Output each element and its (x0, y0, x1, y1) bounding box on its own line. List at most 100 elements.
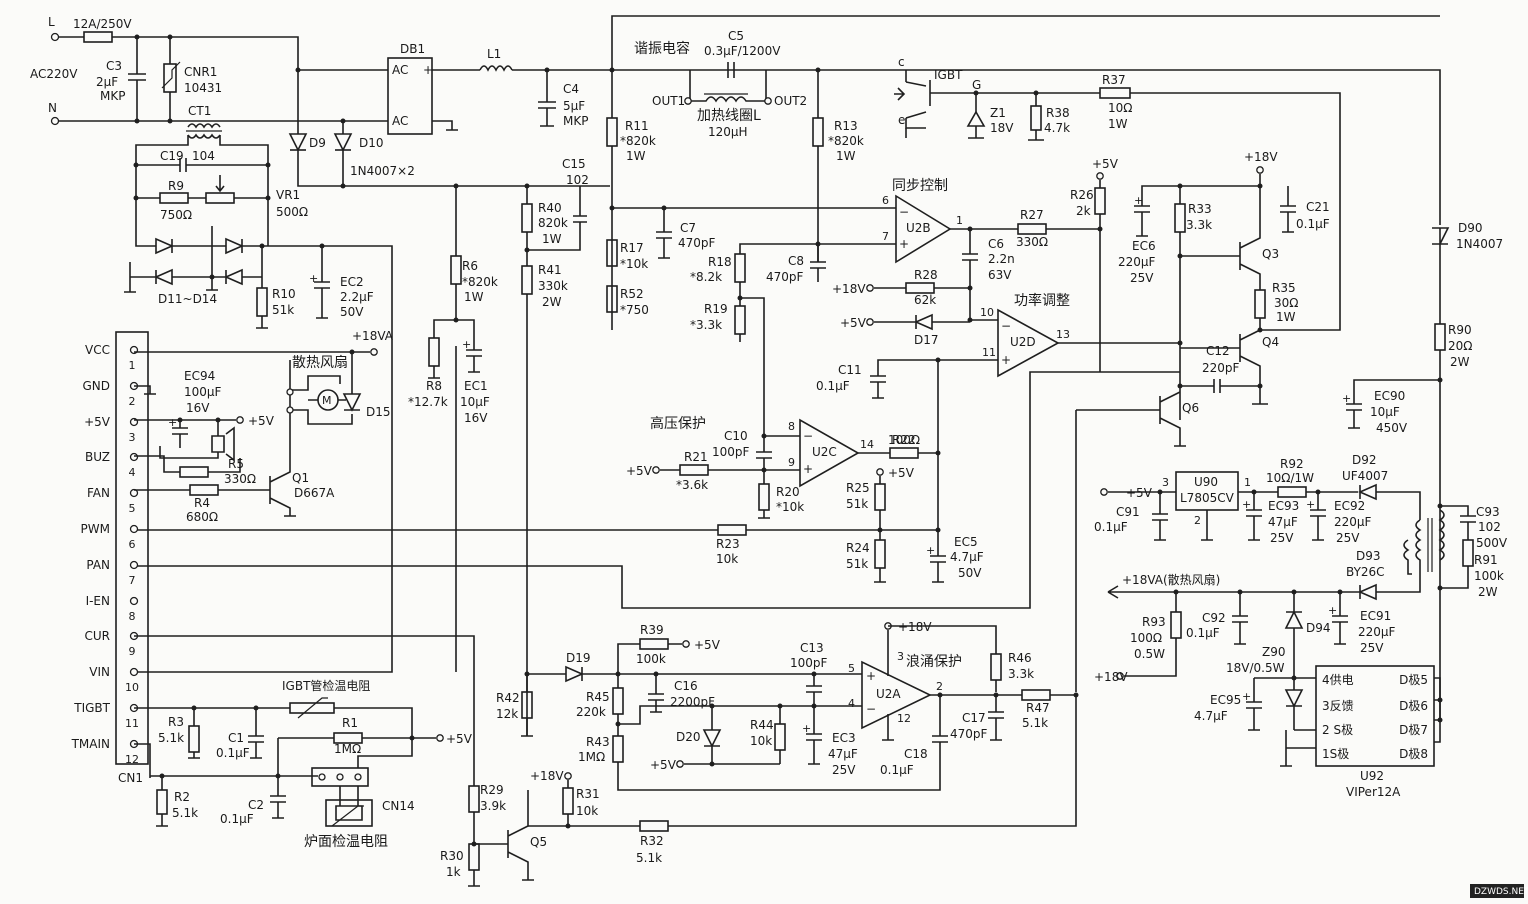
svg-text:+18V: +18V (1244, 150, 1278, 164)
svg-text:7: 7 (882, 230, 889, 243)
svg-text:1W: 1W (836, 149, 856, 163)
svg-text:G: G (972, 78, 981, 92)
diode-d19 (565, 665, 584, 683)
svg-text:D90: D90 (1458, 221, 1483, 235)
svg-text:R38: R38 (1046, 106, 1070, 120)
cn1-pin-label: I-EN (86, 594, 110, 608)
svg-text:750Ω: 750Ω (160, 208, 192, 222)
svg-text:680Ω: 680Ω (186, 510, 218, 524)
svg-text:D15: D15 (366, 405, 391, 419)
svg-text:2W: 2W (1478, 585, 1498, 599)
svg-text:EC92: EC92 (1334, 499, 1365, 513)
svg-text:+: + (309, 272, 318, 285)
svg-text:3.3k: 3.3k (1008, 667, 1034, 681)
cn1-pin-label: PWM (81, 522, 110, 536)
svg-text:47μF: 47μF (1268, 515, 1298, 529)
label-N: N (48, 101, 57, 115)
svg-text:+: + (1342, 392, 1351, 405)
svg-text:R90: R90 (1448, 323, 1472, 337)
svg-text:+5V: +5V (626, 464, 653, 478)
svg-text:470pF: 470pF (950, 727, 988, 741)
svg-text:R10: R10 (272, 287, 296, 301)
svg-text:C92: C92 (1202, 611, 1226, 625)
svg-text:C2: C2 (248, 798, 264, 812)
svg-text:R17: R17 (620, 241, 644, 255)
svg-text:R35: R35 (1272, 281, 1296, 295)
cn1-pin-label: FAN (87, 486, 110, 500)
svg-text:+: + (803, 462, 813, 476)
svg-text:102: 102 (566, 173, 589, 187)
svg-text:*12.7k: *12.7k (408, 395, 448, 409)
svg-text:C8: C8 (788, 254, 804, 268)
bridge-db1: DB1 AC AC + L1 C4 5μF MKP D9 D10 1N4007×… (288, 42, 1441, 225)
svg-text:5.1k: 5.1k (636, 851, 662, 865)
svg-text:500V: 500V (1476, 536, 1508, 550)
cn1-body (115, 331, 149, 765)
svg-text:R28: R28 (914, 268, 938, 282)
temp-sensing: IGBT管检温电阻 R3 5.1k C1 0.1μF R1 1MΩ +5V R2… (134, 678, 473, 850)
svg-text:U2A: U2A (876, 687, 901, 701)
sync-comparator-u2b: 同步控制 U2B − + 6 7 1 R27 330Ω +5V R26 2k C… (832, 157, 1119, 372)
svg-text:+18V: +18V (1094, 670, 1128, 684)
svg-text:16V: 16V (464, 411, 488, 425)
svg-text:C12: C12 (1206, 344, 1230, 358)
svg-text:C1: C1 (228, 731, 244, 745)
svg-text:同步控制: 同步控制 (892, 178, 948, 194)
svg-text:D9: D9 (309, 136, 326, 150)
svg-text:1N4007: 1N4007 (1456, 237, 1503, 251)
svg-text:10431: 10431 (184, 81, 222, 95)
svg-text:470pF: 470pF (766, 270, 804, 284)
opamp-u2a (861, 660, 932, 730)
svg-text:D92: D92 (1352, 453, 1377, 467)
svg-text:−: − (866, 702, 876, 716)
svg-text:500Ω: 500Ω (276, 205, 308, 219)
svg-text:R21: R21 (684, 450, 708, 464)
svg-text:DZWDS.NET: DZWDS.NET (1474, 887, 1528, 897)
cn1-pin-label: PAN (86, 558, 110, 572)
svg-text:50V: 50V (340, 305, 364, 319)
svg-text:10μF: 10μF (460, 395, 490, 409)
svg-text:4.7k: 4.7k (1044, 121, 1070, 135)
svg-text:+: + (168, 416, 177, 429)
svg-text:0.1μF: 0.1μF (880, 763, 914, 777)
svg-text:2.2μF: 2.2μF (340, 290, 374, 304)
svg-text:5.1k: 5.1k (1022, 716, 1048, 730)
watermark: DZWDS.NET (1470, 884, 1528, 898)
svg-text:R42: R42 (496, 691, 520, 705)
svg-text:104: 104 (192, 149, 215, 163)
svg-text:R52: R52 (620, 287, 644, 301)
svg-text:R27: R27 (1020, 208, 1044, 222)
svg-text:U92: U92 (1360, 769, 1384, 783)
cn1-pin-number: 10 (125, 681, 139, 694)
svg-text:220k: 220k (576, 705, 606, 719)
svg-text:C4: C4 (563, 82, 579, 96)
svg-text:5μF: 5μF (563, 99, 585, 113)
svg-text:R46: R46 (1008, 651, 1032, 665)
cn1-pin-8 (129, 596, 139, 606)
svg-text:10Ω/1W: 10Ω/1W (1266, 471, 1314, 485)
svg-text:D20: D20 (676, 730, 701, 744)
label-L: L (48, 15, 55, 29)
ct-sense-network: C19 104 R9 750Ω VR1 500Ω R10 51k + EC2 2… (124, 149, 393, 673)
ic-u92 (1315, 665, 1435, 767)
cn1-pin-number: 1 (129, 359, 136, 372)
svg-text:*820k: *820k (828, 134, 864, 148)
svg-text:62k: 62k (914, 293, 936, 307)
fuse (83, 31, 113, 43)
svg-text:10k: 10k (576, 804, 598, 818)
svg-text:2k: 2k (1076, 204, 1091, 218)
svg-text:470pF: 470pF (678, 236, 716, 250)
svg-text:450V: 450V (1376, 421, 1408, 435)
svg-text:R43: R43 (586, 735, 610, 749)
svg-text:220pF: 220pF (1202, 361, 1240, 375)
svg-text:25V: 25V (1336, 531, 1360, 545)
svg-text:220μF: 220μF (1118, 255, 1156, 269)
svg-text:IGBT: IGBT (934, 68, 963, 82)
svg-text:R45: R45 (586, 690, 610, 704)
svg-text:2: 2 (936, 680, 943, 693)
svg-text:e: e (898, 113, 905, 127)
svg-text:R29: R29 (480, 783, 504, 797)
svg-text:2200pF: 2200pF (670, 695, 715, 709)
svg-text:10: 10 (980, 306, 994, 319)
svg-text:+: + (866, 669, 876, 683)
